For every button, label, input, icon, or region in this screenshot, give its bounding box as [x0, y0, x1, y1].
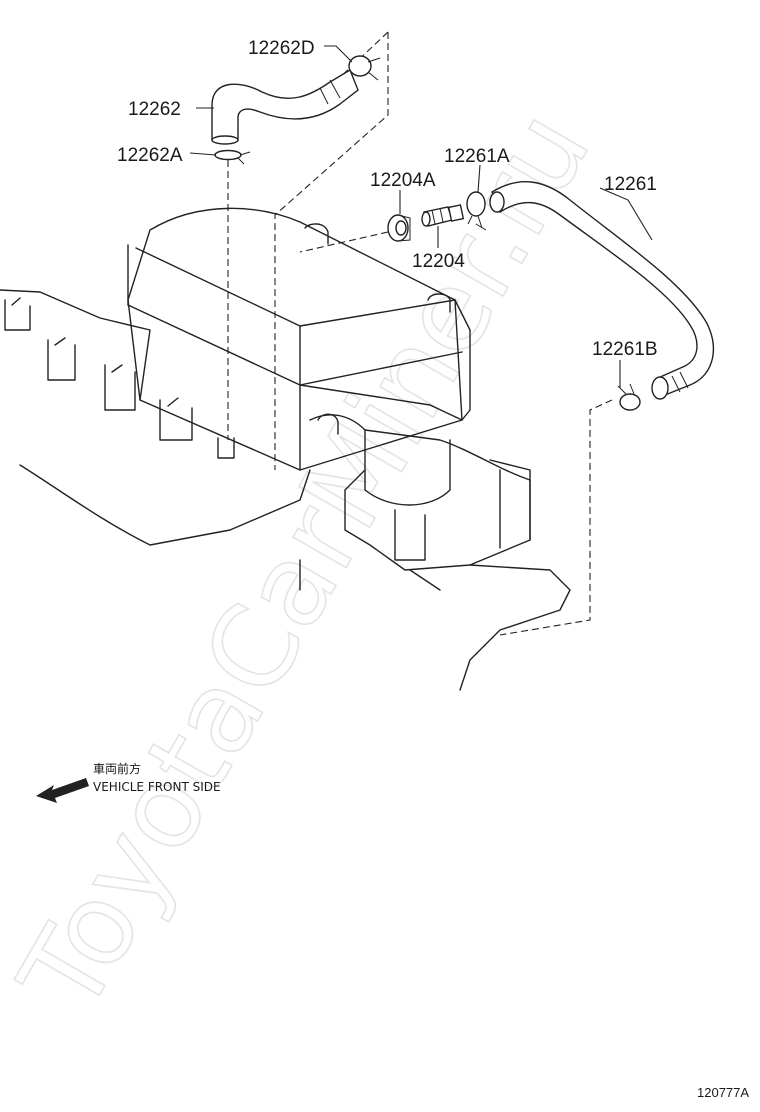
- label-12262D: 12262D: [248, 38, 315, 59]
- front-label-jp: 車両前方: [93, 761, 141, 776]
- front-arrow-icon: [36, 778, 89, 803]
- hose-12262: [211, 68, 359, 145]
- illustration-code: 120777A: [697, 1085, 749, 1100]
- hose-12261: [489, 181, 715, 400]
- label-12261: 12261: [604, 174, 657, 195]
- label-12204A: 12204A: [370, 170, 436, 191]
- grommet-12204A: [387, 214, 411, 242]
- watermark: ToyotaCarMiner.ru: [0, 90, 615, 1034]
- vehicle-front-indicator: 車両前方 VEHICLE FRONT SIDE: [36, 761, 221, 803]
- engine-outline: [0, 207, 571, 691]
- pcv-valve-12204: [421, 204, 465, 227]
- label-12204: 12204: [412, 251, 465, 272]
- clip-12262A: [214, 149, 251, 165]
- clip-12261A: [466, 191, 487, 231]
- clip-12262D: [348, 55, 381, 81]
- front-label-en: VEHICLE FRONT SIDE: [93, 780, 221, 794]
- label-12261A: 12261A: [444, 146, 510, 167]
- label-12262A: 12262A: [117, 145, 183, 166]
- label-12262: 12262: [128, 99, 181, 120]
- label-leaders: [189, 45, 653, 388]
- label-12261B: 12261B: [592, 339, 658, 360]
- clip-12261B: [617, 383, 641, 411]
